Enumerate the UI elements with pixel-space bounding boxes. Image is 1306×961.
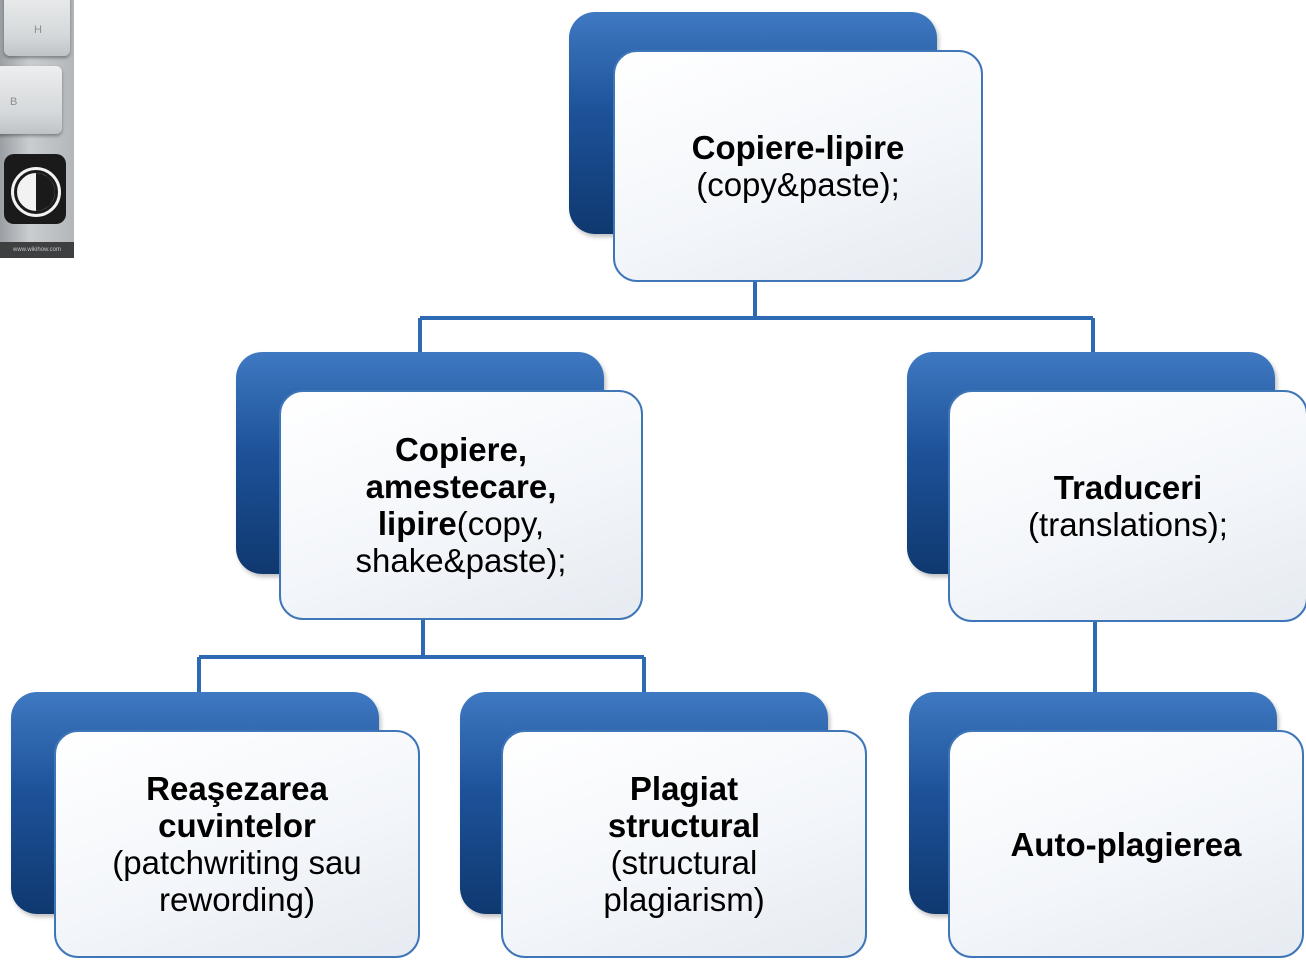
node-text: Reaşezarea cuvintelor (patchwriting sau … [86,770,388,918]
keyboard-key: H [4,0,70,56]
keyboard-photo: H B www.wikihow.com [0,0,74,258]
node-text: Copiere, amestecare, lipire(copy, shake&… [315,431,607,579]
node-text: Plagiat structural (structural plagiaris… [573,770,795,918]
node-subtitle: (copy&paste); [696,166,900,203]
node-title: Auto-plagierea [1010,825,1242,863]
connector-left-leaves [197,620,646,700]
node-text: Auto-plagierea [1010,826,1241,863]
node-subtitle: (patchwriting sau rewording) [112,844,362,918]
photo-credit: www.wikihow.com [0,242,74,258]
key-label: B [10,96,18,108]
key-label: H [34,24,42,36]
apple-yinyang-icon [4,154,66,224]
node-subtitle: (translations); [1028,506,1228,543]
keyboard-key: B [0,66,62,134]
node-title: Copiere, amestecare, lipire [365,431,557,542]
node-subtitle: (copy, shake&paste); [355,505,567,579]
node-title: Plagiat structural [607,770,761,844]
node-subtitle: (structural plagiarism) [603,844,765,918]
node-text: Copiere-lipire (copy&paste); [692,129,905,203]
node-title: Reaşezarea cuvintelor [146,770,328,844]
node-title: Copiere-lipire [691,129,905,166]
node-title: Traduceri [1053,469,1203,506]
connector-root-children [418,282,1095,362]
node-text: Traduceri (translations); [1028,469,1228,543]
